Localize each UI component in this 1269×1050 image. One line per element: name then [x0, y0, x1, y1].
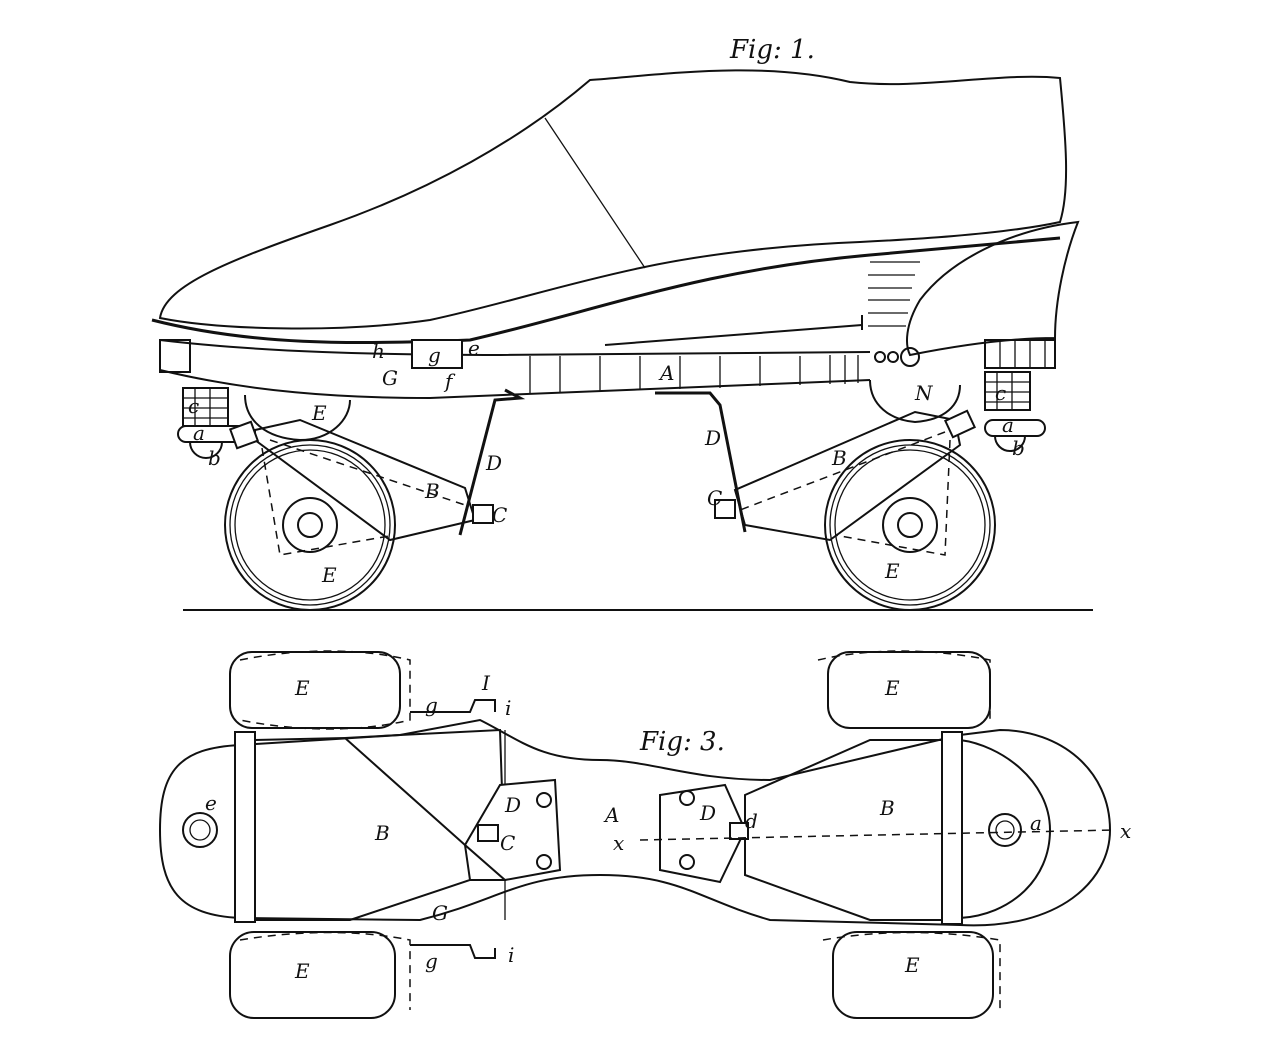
label-N: N [914, 381, 934, 405]
label-g: g [428, 343, 441, 367]
label-x-right: x [1120, 819, 1131, 843]
label-D-left: D [504, 793, 521, 817]
shoe-heel [906, 220, 1080, 357]
figure-1-title: Fig: 1. [729, 35, 815, 65]
label-a-front: a [193, 421, 205, 445]
label-E-bl: E [294, 959, 310, 983]
label-f: f [443, 369, 456, 393]
label-C-right: C [707, 486, 722, 510]
label-a-rear: a [1002, 413, 1014, 437]
label-E-tr: E [884, 676, 900, 700]
plate-d-left [463, 778, 562, 882]
toe-clamp [159, 339, 191, 373]
label-C-left: C [492, 503, 507, 527]
label-d: d [745, 809, 758, 833]
wheel-top-right [817, 650, 991, 729]
label-a: a [1030, 811, 1042, 835]
wheel-bottom-right [822, 931, 1001, 1019]
bracket-d-right [655, 391, 747, 533]
shoe-seam [544, 117, 646, 269]
label-D-left: D [485, 451, 502, 475]
label-i-bottom: i [508, 943, 514, 967]
sole-plate [151, 236, 1061, 345]
bolt-a [988, 813, 1022, 847]
bolt-e [182, 812, 218, 848]
label-C: C [500, 831, 515, 855]
label-b-rear: b [1012, 436, 1025, 460]
label-g-bottom: g [425, 949, 438, 973]
wheel-bottom-left [229, 931, 411, 1019]
footplate-outline [158, 718, 1112, 927]
wheel-top-left [229, 650, 411, 730]
label-E-hanger: E [311, 401, 327, 425]
label-E-front-wheel: E [321, 563, 337, 587]
label-G: G [382, 366, 398, 390]
label-i-top: i [505, 696, 511, 720]
label-D-right: D [699, 801, 716, 825]
bracket-d-left [458, 388, 526, 536]
figure-1-side-view: Fig: 1. [151, 35, 1093, 611]
axle-right [941, 731, 963, 925]
figure-3-plan-view: Fig: 3. E E E E g I [158, 650, 1131, 1019]
label-A: A [603, 803, 619, 827]
rubber-cushion-rear [984, 371, 1031, 411]
label-x-left: x [613, 831, 624, 855]
label-A: A [658, 361, 674, 385]
label-D-right: D [704, 426, 721, 450]
truck-right-plan [744, 739, 943, 921]
label-E-br: E [904, 953, 920, 977]
clamp-g [411, 339, 463, 369]
truck-left-plan [254, 736, 472, 921]
label-B-right: B [831, 446, 847, 470]
label-I: I [481, 671, 491, 695]
heel-clamp [984, 339, 1056, 369]
axle-left [234, 731, 256, 923]
label-b-front: b [208, 446, 221, 470]
section-line-x [639, 829, 1116, 841]
shoe-upper [158, 69, 1068, 330]
label-E-rear-wheel: E [884, 559, 900, 583]
label-B-left: B [374, 821, 390, 845]
label-c-rear: c [995, 381, 1006, 405]
figure-3-title: Fig: 3. [639, 727, 725, 757]
label-B-left: B [424, 479, 440, 503]
label-g-top: g [425, 693, 438, 717]
label-E-tl: E [294, 676, 310, 700]
label-e: e [468, 336, 480, 360]
label-c-front: c [188, 394, 199, 418]
label-e: e [205, 791, 217, 815]
label-G: G [432, 901, 448, 925]
label-B-right: B [879, 796, 895, 820]
label-h: h [372, 339, 385, 363]
